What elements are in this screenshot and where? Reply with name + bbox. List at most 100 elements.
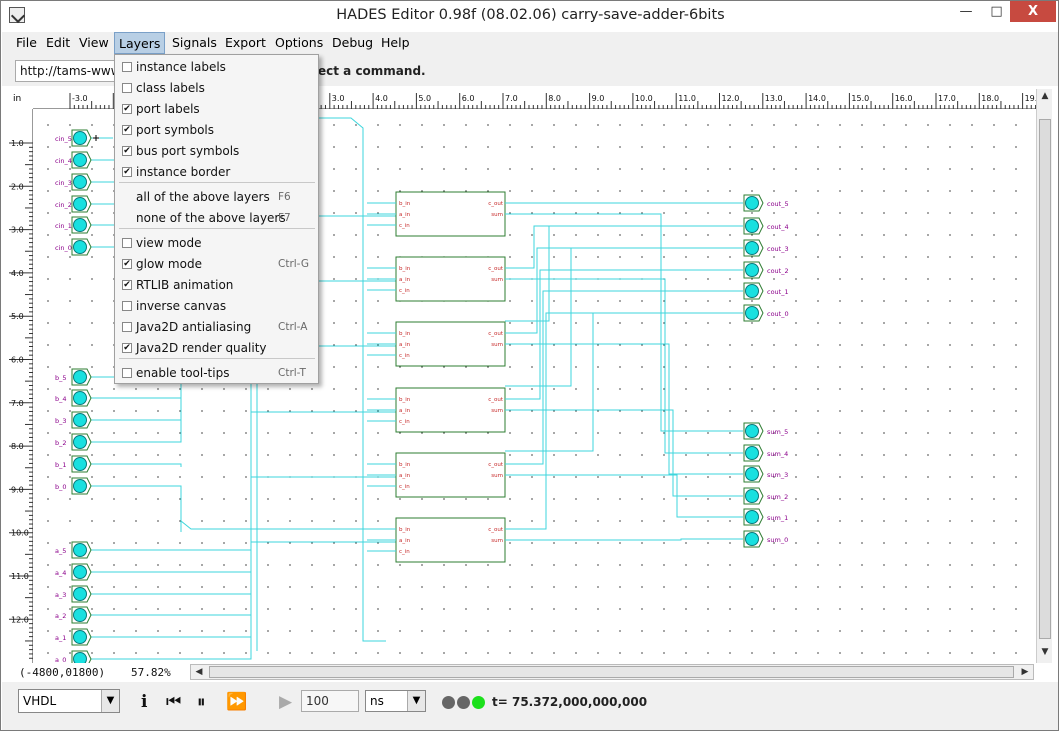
input-port: a_4: [55, 563, 92, 581]
adder-port-label: c_in: [399, 223, 410, 229]
input-port: b_0: [55, 477, 92, 495]
input-port: b_3: [55, 411, 92, 429]
menu-checkbox[interactable]: [122, 62, 132, 72]
wire: [505, 538, 743, 541]
menu-debug[interactable]: Debug: [332, 35, 374, 50]
menu-view[interactable]: View: [79, 35, 109, 50]
scroll-right-icon[interactable]: ▶: [1021, 667, 1029, 677]
menu-item-shortcut: Ctrl-T: [278, 367, 306, 379]
input-port: cin_5: [55, 129, 92, 147]
menu-item-label: view mode: [136, 236, 202, 250]
chevron-down-icon[interactable]: ▼: [101, 690, 119, 712]
menu-checkbox[interactable]: ✔: [122, 167, 132, 177]
scroll-up-icon[interactable]: ▲: [1041, 91, 1049, 101]
minimize-button[interactable]: —: [959, 4, 973, 19]
wire: [505, 312, 743, 530]
menu-checkbox[interactable]: ✔: [122, 125, 132, 135]
menu-checkbox[interactable]: ✔: [122, 146, 132, 156]
port-icon: [745, 424, 759, 438]
ruler-tick-label: 19.0: [1025, 94, 1036, 103]
scroll-down-icon[interactable]: ▼: [1041, 647, 1049, 657]
menu-item-instance-labels[interactable]: instance labels: [116, 57, 318, 78]
adder-port-label: b_in: [399, 266, 411, 272]
menu-layers[interactable]: Layers: [114, 32, 166, 54]
menu-checkbox[interactable]: ✔: [122, 343, 132, 353]
input-port: b_4: [55, 389, 92, 407]
status-led-green-icon: [472, 696, 485, 709]
menu-checkbox[interactable]: ✔: [122, 280, 132, 290]
fast-forward-icon[interactable]: ⏩: [226, 692, 248, 712]
menu-separator: [119, 228, 315, 229]
menu-checkbox[interactable]: [122, 83, 132, 93]
menu-item-label: Java2D antialiasing: [136, 320, 252, 334]
port-icon: [73, 479, 87, 493]
time-unit-select[interactable]: ns ▼: [365, 690, 426, 712]
wire: [505, 278, 743, 454]
port-icon: [73, 457, 87, 471]
adder-port-label: a_in: [399, 473, 411, 479]
menu-item-label: bus port symbols: [136, 144, 240, 158]
menu-item-class-labels[interactable]: class labels: [116, 78, 318, 99]
input-port: b_1: [55, 455, 92, 473]
step-icon[interactable]: ▶: [279, 692, 293, 712]
menu-item-port-labels[interactable]: ✔port labels: [116, 99, 318, 120]
adder-port-label: c_out: [488, 201, 504, 207]
menu-item-instance-border[interactable]: ✔instance border: [116, 162, 318, 183]
input-port: a_1: [55, 628, 92, 646]
time-step-input[interactable]: 100: [301, 690, 359, 712]
adder-port-label: sum: [491, 473, 503, 479]
port-icon: [73, 413, 87, 427]
ruler-tick-label: 4.0: [375, 94, 388, 103]
menu-checkbox[interactable]: [122, 301, 132, 311]
menu-item-rtlib-animation[interactable]: ✔RTLIB animation: [116, 275, 318, 296]
menu-checkbox[interactable]: [122, 238, 132, 248]
port-icon: [73, 175, 87, 189]
adder-box: [395, 321, 506, 367]
menu-item-port-symbols[interactable]: ✔port symbols: [116, 120, 318, 141]
scroll-left-icon[interactable]: ◀: [195, 667, 203, 677]
ruler-tick-label: 8.0: [548, 94, 561, 103]
ruler-tick-label: 3.0: [332, 94, 345, 103]
menu-item-bus-port-symbols[interactable]: ✔ bus port symbols: [116, 141, 318, 162]
wire: [505, 343, 743, 475]
menu-export[interactable]: Export: [225, 35, 266, 50]
input-port: b_2: [55, 433, 92, 451]
menu-checkbox[interactable]: [122, 368, 132, 378]
adder-port-label: sum: [491, 408, 503, 414]
vertical-scrollbar[interactable]: ▲ ▼: [1036, 89, 1052, 663]
info-icon[interactable]: i: [141, 692, 148, 712]
menu-checkbox[interactable]: [122, 322, 132, 332]
menu-item-view-mode[interactable]: view mode: [116, 233, 318, 254]
port-label: cout_0: [767, 310, 789, 318]
output-port: cout_0: [743, 304, 789, 322]
horizontal-scroll-thumb[interactable]: [209, 666, 1014, 678]
maximize-button[interactable]: □: [990, 4, 1003, 19]
menu-signals[interactable]: Signals: [172, 35, 217, 50]
rewind-icon[interactable]: ⏮: [166, 692, 182, 712]
close-button[interactable]: X: [1010, 1, 1056, 22]
menu-item-label: class labels: [136, 81, 205, 95]
menu-file[interactable]: File: [16, 35, 37, 50]
language-select[interactable]: VHDL ▼: [18, 689, 120, 713]
menu-checkbox[interactable]: ✔: [122, 104, 132, 114]
menu-item-java2d-render-quality[interactable]: ✔Java2D render quality: [116, 338, 318, 359]
menu-item-shortcut: F6: [278, 191, 291, 203]
chevron-down-icon[interactable]: ▼: [407, 691, 425, 711]
vertical-scroll-thumb[interactable]: [1039, 119, 1051, 639]
menu-checkbox[interactable]: ✔: [122, 259, 132, 269]
menu-options[interactable]: Options: [275, 35, 324, 50]
menu-item-inverse-canvas[interactable]: inverse canvas: [116, 296, 318, 317]
ruler-tick-label: 7.0: [11, 399, 24, 408]
schematic-diagram[interactable]: b_ina_inc_inc_outsumb_ina_inc_inc_outsum…: [34, 109, 1036, 663]
menu-edit[interactable]: Edit: [46, 35, 71, 50]
pause-icon[interactable]: ⏸: [197, 692, 206, 712]
menu-help[interactable]: Help: [381, 35, 410, 50]
input-port: cin_4: [55, 151, 92, 169]
horizontal-scrollbar[interactable]: ◀ ▶: [190, 664, 1034, 680]
